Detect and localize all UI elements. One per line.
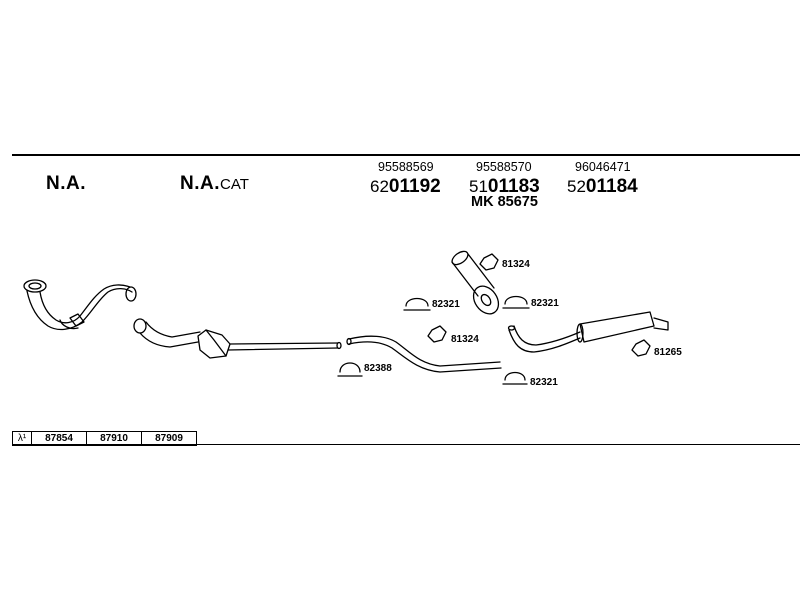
front-pipe-drawing bbox=[23, 279, 137, 331]
part-main-2: 01183 bbox=[487, 176, 540, 197]
part-number-2: 5101183 bbox=[469, 176, 540, 198]
part-main-1: 01192 bbox=[388, 176, 441, 197]
callout-clamp-82321-left: 82321 bbox=[432, 299, 460, 310]
rear-silencer-drawing bbox=[507, 311, 669, 353]
callout-clamp-82321-right: 82321 bbox=[531, 298, 559, 309]
callout-hanger-81265: 81265 bbox=[654, 347, 682, 358]
part-number-3: 5201184 bbox=[567, 176, 638, 198]
mounting-kit-2: MK 85675 bbox=[471, 194, 538, 210]
callout-clamp-82388: 82388 bbox=[364, 363, 392, 374]
oe-number-3: 96046471 bbox=[575, 160, 631, 174]
part-prefix-2: 51 bbox=[469, 177, 488, 196]
label-na-cat: N.A.CAT bbox=[180, 173, 249, 195]
middle-silencer-drawing bbox=[451, 250, 500, 315]
part-number-1: 6201192 bbox=[370, 176, 441, 198]
callout-hanger-81324-top: 81324 bbox=[502, 259, 530, 270]
callout-hanger-81324-mid: 81324 bbox=[451, 334, 479, 345]
catalytic-converter-drawing bbox=[133, 318, 342, 359]
bottom-divider bbox=[12, 444, 800, 445]
callout-clamp-82321-bottom: 82321 bbox=[530, 377, 558, 388]
hanger-parts-drawing bbox=[337, 253, 651, 385]
label-na-cat-main: N.A. bbox=[180, 173, 220, 194]
intermediate-pipe-drawing bbox=[346, 335, 502, 373]
table-row: λ¹ 87854 87910 87909 bbox=[12, 431, 197, 446]
label-na-cat-suffix: CAT bbox=[220, 176, 249, 193]
part-prefix-3: 52 bbox=[567, 177, 586, 196]
oe-number-2: 95588570 bbox=[476, 160, 532, 174]
lambda-sensor-table: λ¹ 87854 87910 87909 bbox=[12, 431, 197, 446]
label-na-left: N.A. bbox=[46, 173, 86, 194]
part-prefix-1: 62 bbox=[370, 177, 389, 196]
part-main-3: 01184 bbox=[585, 176, 638, 197]
header-divider bbox=[12, 154, 800, 156]
sensor-value-1: 87854 bbox=[31, 431, 87, 446]
sensor-value-3: 87909 bbox=[141, 431, 197, 446]
sensor-value-2: 87910 bbox=[86, 431, 142, 446]
oe-number-1: 95588569 bbox=[378, 160, 434, 174]
lambda-symbol: λ¹ bbox=[12, 431, 32, 446]
